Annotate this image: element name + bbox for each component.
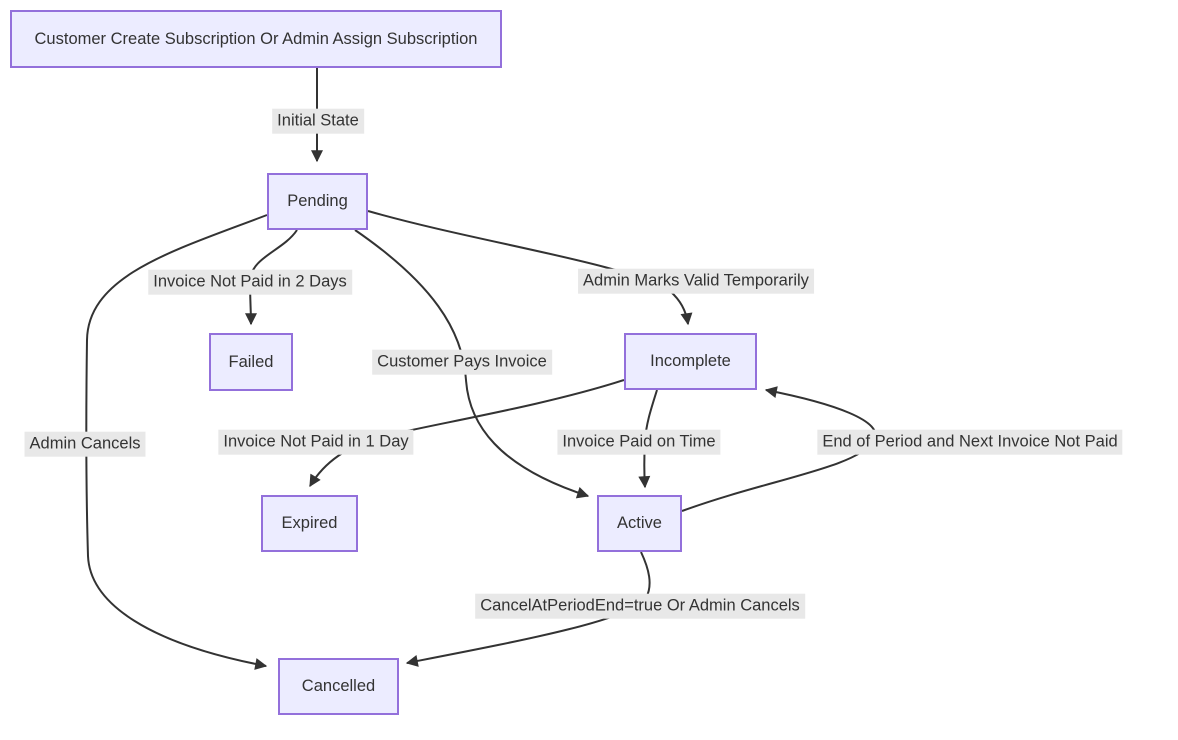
node-expired: Expired	[261, 495, 358, 552]
edge-label-invoice-paid-on-time: Invoice Paid on Time	[557, 429, 721, 455]
edge-label-cancel-at-period-end-or-admin-cancels: CancelAtPeriodEnd=true Or Admin Cancels	[475, 593, 805, 619]
node-pending: Pending	[267, 173, 368, 230]
edge-pending-active	[354, 229, 590, 499]
edge-label-customer-pays-invoice: Customer Pays Invoice	[372, 349, 552, 375]
node-cancelled: Cancelled	[278, 658, 399, 715]
edge-label-invoice-not-paid-1-day: Invoice Not Paid in 1 Day	[218, 429, 414, 455]
edge-label-invoice-not-paid-2-days: Invoice Not Paid in 2 Days	[148, 269, 352, 295]
node-active: Active	[597, 495, 682, 552]
node-start: Customer Create Subscription Or Admin As…	[10, 10, 502, 68]
node-incomplete: Incomplete	[624, 333, 757, 390]
edge-label-end-of-period-next-invoice-not-paid: End of Period and Next Invoice Not Paid	[817, 429, 1123, 455]
edge-label-admin-marks-valid-temporarily: Admin Marks Valid Temporarily	[578, 268, 814, 294]
node-failed: Failed	[209, 333, 293, 391]
edge-label-admin-cancels: Admin Cancels	[24, 431, 146, 457]
edge-label-initial-state: Initial State	[272, 108, 364, 134]
edge-pending-incomplete	[367, 210, 693, 326]
